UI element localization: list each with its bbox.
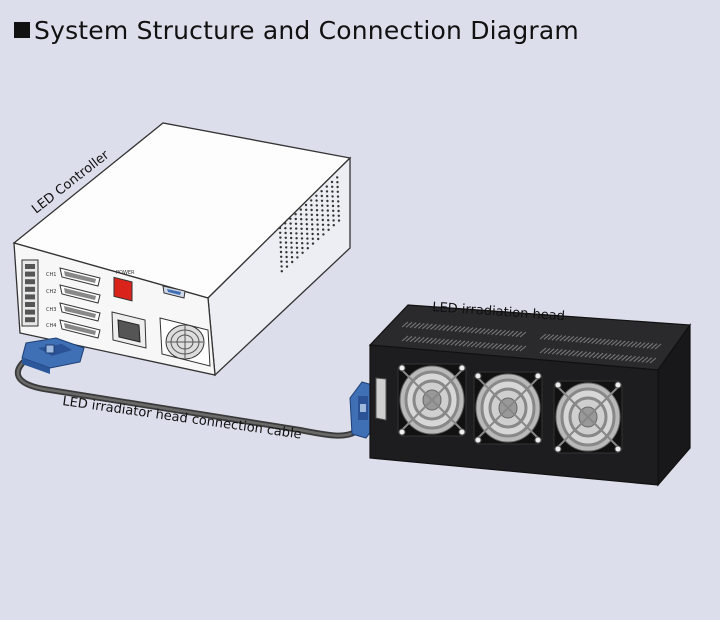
svg-text:CH4: CH4 (46, 323, 56, 329)
svg-text:CH3: CH3 (46, 307, 56, 313)
diagram-title: System Structure and Connection Diagram (14, 16, 579, 45)
dsub-port-2: CH2 (46, 284, 101, 304)
power-switch: POWER (113, 270, 135, 302)
dsub-port-4: CH4 (46, 319, 101, 339)
head-fans (397, 363, 623, 454)
diagram-title-text: System Structure and Connection Diagram (34, 16, 579, 45)
controller-fan (159, 317, 211, 367)
dsub-port-1: CH1 (46, 267, 101, 287)
ac-power-inlet (111, 311, 147, 349)
svg-text:CH1: CH1 (46, 272, 56, 278)
led-irradiation-head (368, 304, 692, 487)
head-top-vents (401, 321, 662, 364)
serial-port (162, 285, 186, 299)
svg-text:POWER: POWER (116, 270, 135, 276)
title-square-bullet (14, 22, 30, 38)
svg-text:CH2: CH2 (46, 289, 56, 295)
label-connection-cable: LED irradiator head connection cable (61, 394, 302, 442)
head-connector-panel (375, 377, 387, 421)
connection-cable (14, 352, 358, 439)
terminal-block (21, 259, 39, 327)
controller-side-vent (278, 176, 341, 273)
controller-side-connector (21, 337, 85, 374)
led-controller: CH1 CH2 CH3 CH4 POWER (12, 122, 352, 377)
dsub-port-3: CH3 (46, 302, 101, 322)
